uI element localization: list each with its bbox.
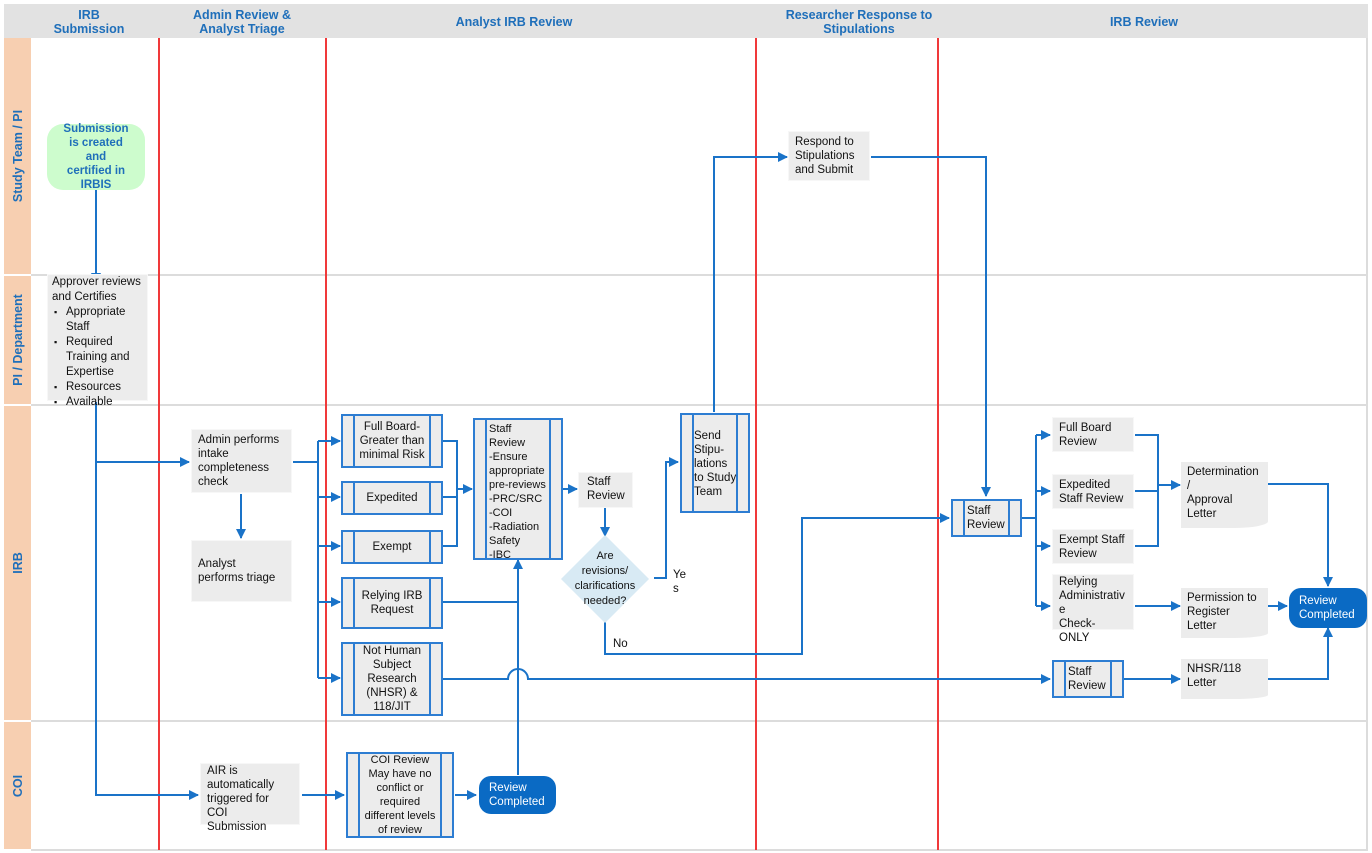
phase-header-band: IRB Submission Admin Review & Analyst Tr…	[4, 4, 1368, 38]
connector-send-to-respond	[713, 152, 788, 412]
send-stipulations-label: Send Stipu- lations to Study Team	[694, 430, 737, 498]
expedited-process: Expedited	[341, 481, 443, 515]
decision-yes-label: Ye s	[673, 569, 687, 595]
expedited-label: Expedited	[366, 492, 418, 504]
lane-pi-department: PI / Department	[4, 276, 31, 404]
staff-review-ensure-process: Staff Review -Ensure appropriate pre-rev…	[473, 418, 563, 561]
decision-diamond-shape	[561, 535, 649, 623]
phase-divider	[158, 38, 160, 850]
lane-label-pi-department: PI / Department	[10, 294, 25, 386]
air-triggered-box: AIR is automatically triggered for COI S…	[200, 763, 300, 833]
exempt-staff-review-box: Exempt Staff Review	[1052, 529, 1134, 564]
connector-decision-yes	[654, 457, 679, 579]
approver-bullet: Resources	[54, 380, 143, 395]
lane-divider	[31, 274, 1368, 276]
coi-review-label: COI Review May have no conflict or requi…	[364, 754, 436, 836]
lane-study-team: Study Team / PI	[4, 38, 31, 274]
approver-reviews-box: Approver reviews and Certifies Appropria…	[47, 274, 148, 410]
approver-title: Approver reviews and Certifies	[52, 276, 141, 303]
connector-nhsr-to-staff-nhsr	[443, 668, 1051, 684]
frame-border-bottom	[31, 849, 1368, 851]
lane-label-irb: IRB	[10, 552, 25, 574]
connector-full-board-review-merge	[1135, 434, 1159, 547]
determination-letter-doc: Determination / Approval Letter	[1181, 462, 1268, 528]
admin-intake-box: Admin performs intake completeness check	[191, 429, 292, 493]
lane-divider	[31, 720, 1368, 722]
relying-admin-check-box: Relying Administrativ e Check- ONLY	[1052, 574, 1134, 644]
exempt-label: Exempt	[372, 541, 412, 553]
full-board-review-box: Full Board Review	[1052, 417, 1134, 452]
connector-determination-to-complete	[1268, 483, 1333, 587]
phase-divider	[325, 38, 327, 850]
phase-divider	[937, 38, 939, 850]
decision-revisions-needed: Are revisions/ clarifications needed?	[559, 533, 651, 625]
lane-divider	[31, 404, 1368, 406]
nhsr-process: Not Human Subject Research (NHSR) & 118/…	[341, 642, 443, 716]
approver-bullet-list: Appropriate Staff Required Training and …	[52, 305, 143, 410]
connector-intake-fanout	[293, 461, 319, 678]
phase-title-irb-submission: IRB Submission	[53, 8, 125, 36]
end-review-completed-irb: Review Completed	[1289, 588, 1367, 628]
frame-border-right	[1366, 38, 1368, 850]
staff-review-nhsr-process: Staff Review	[1052, 660, 1124, 698]
phase-title-irb-review: IRB Review	[1109, 15, 1179, 29]
full-board-process: Full Board- Greater than minimal Risk	[341, 414, 443, 468]
approver-bullet: Required Training and Expertise	[54, 335, 143, 380]
staff-review-box: Staff Review	[578, 472, 633, 508]
approver-bullet: Appropriate Staff	[54, 305, 143, 335]
connector-approver-trunk	[95, 402, 199, 800]
lane-label-study-team: Study Team / PI	[10, 109, 25, 203]
relying-irb-request-process: Relying IRB Request	[341, 577, 443, 629]
full-board-label: Full Board- Greater than minimal Risk	[359, 421, 425, 461]
nhsr-letter-doc: NHSR/118 Letter	[1181, 659, 1268, 699]
send-stipulations-process: Send Stipu- lations to Study Team	[680, 413, 750, 513]
staff-review-2-label: Staff Review	[967, 505, 1005, 531]
phase-divider	[755, 38, 757, 850]
phase-title-admin-review: Admin Review & Analyst Triage	[193, 8, 291, 36]
analyst-triage-box: Analyst performs triage	[191, 540, 292, 602]
nhsr-label: Not Human Subject Research (NHSR) & 118/…	[362, 645, 422, 713]
lane-label-coi: COI	[10, 774, 25, 797]
exempt-process: Exempt	[341, 530, 443, 564]
start-submission-created: Submission is created and certified in I…	[47, 123, 145, 191]
connector-respond-to-staff2	[871, 156, 991, 497]
approver-bullet: Available	[54, 395, 143, 410]
end-review-completed-coi: Review Completed	[479, 776, 556, 814]
connector-full-board-merge	[443, 440, 458, 547]
staff-review-2-process: Staff Review	[951, 499, 1022, 537]
staff-review-nhsr-label: Staff Review	[1068, 666, 1106, 692]
coi-review-process: COI Review May have no conflict or requi…	[346, 752, 454, 838]
respond-to-stipulations-box: Respond to Stipulations and Submit	[788, 131, 870, 181]
decision-label: Are revisions/ clarifications needed?	[574, 550, 636, 607]
lane-coi: COI	[4, 722, 31, 849]
connector-staff2-fanout	[1022, 517, 1037, 606]
decision-no-label: No	[613, 638, 628, 650]
phase-title-analyst-irb-review: Analyst IRB Review	[455, 15, 573, 29]
lane-irb: IRB	[4, 406, 31, 720]
connector-decision-no	[604, 513, 950, 655]
relying-irb-request-label: Relying IRB Request	[361, 590, 423, 616]
staff-review-ensure-label: Staff Review -Ensure appropriate pre-rev…	[489, 423, 546, 561]
permission-letter-doc: Permission to Register Letter	[1181, 588, 1268, 638]
expedited-staff-review-box: Expedited Staff Review	[1052, 474, 1134, 509]
connector-nhsr-letter-to-complete	[1268, 627, 1333, 680]
phase-title-researcher-response: Researcher Response to Stipulations	[785, 8, 933, 36]
